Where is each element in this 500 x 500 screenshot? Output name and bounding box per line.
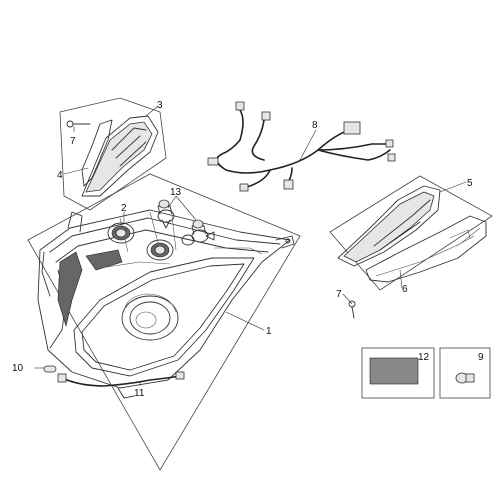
headlight-assembly: [27, 173, 301, 471]
callout-7-right: 7: [336, 289, 342, 300]
part-12-box: [361, 347, 435, 399]
leader-lines: [34, 105, 467, 386]
callout-7-left: 7: [70, 136, 76, 147]
screw-upper-left: [66, 120, 91, 128]
callout-5: 5: [467, 178, 473, 189]
bulb-upper: [157, 199, 175, 229]
callout-6: 6: [402, 284, 408, 295]
bulb-socket-rings: [107, 222, 174, 261]
right-side-cover: [329, 175, 493, 319]
callout-9: 9: [478, 352, 484, 363]
right-cover-group-frame: [329, 175, 493, 291]
cover-group-frame: [59, 97, 167, 211]
bulbs: [157, 199, 215, 246]
left-side-cover: [59, 97, 167, 211]
screw-right: [348, 300, 356, 319]
wiring-harness: [207, 101, 396, 192]
part-9-box: [439, 347, 491, 399]
callout-labels: 3 7 4 2 13 1 8 5 6 7 10 11 12 9: [12, 100, 484, 399]
callout-3: 3: [157, 100, 163, 111]
socket-ring-lower: [146, 239, 174, 261]
callout-2: 2: [121, 203, 127, 214]
callout-10: 10: [12, 363, 24, 374]
socket-ring-upper: [107, 222, 135, 244]
callout-12: 12: [418, 352, 430, 363]
headlight-group-frame: [27, 173, 301, 471]
bulb-lower: [181, 219, 215, 246]
callout-11: 11: [134, 388, 145, 399]
position-light-bulb: [43, 365, 57, 373]
callout-4: 4: [57, 170, 63, 181]
callout-8: 8: [312, 120, 318, 131]
callout-1: 1: [266, 326, 272, 337]
callout-13: 13: [170, 187, 182, 198]
position-light-cable: [57, 371, 185, 387]
